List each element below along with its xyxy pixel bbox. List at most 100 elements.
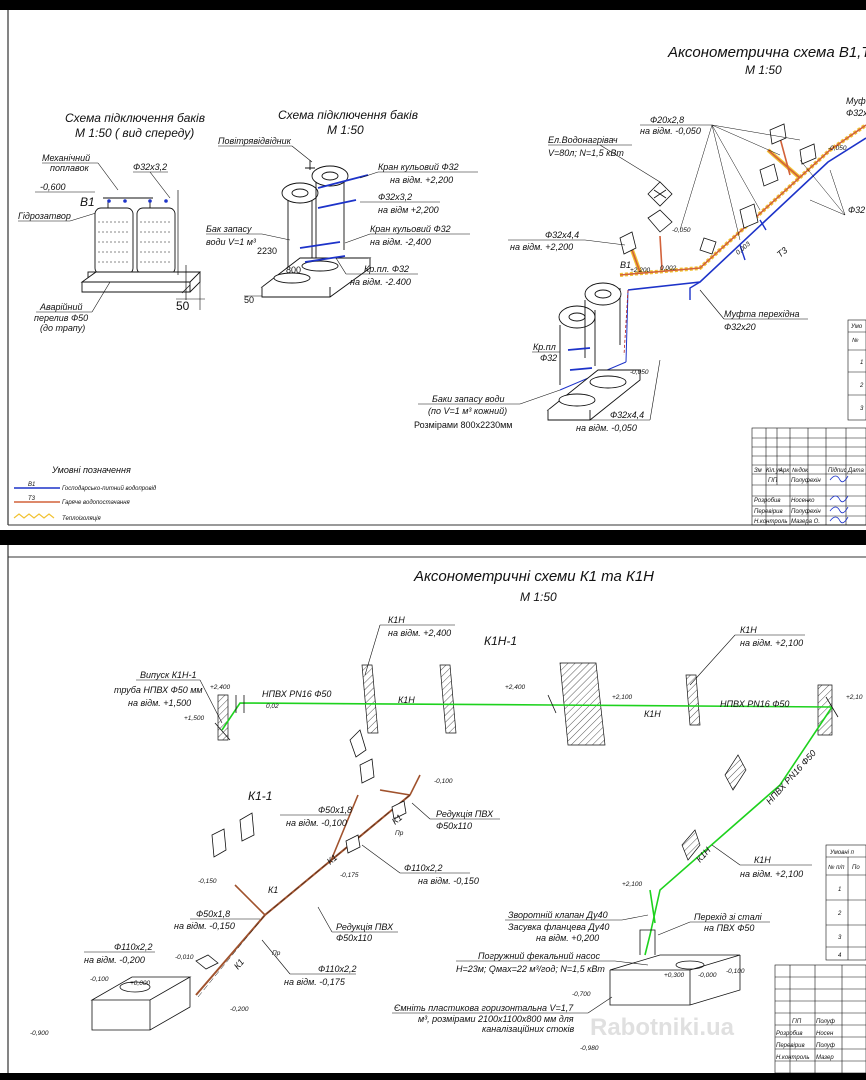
label-pr-2: Пр: [272, 950, 281, 957]
label-iso-krpl: Кр.пл: [533, 342, 556, 352]
stamp-h-5: Дата: [847, 468, 864, 474]
label-k1n-a: К1Н: [388, 615, 405, 625]
table1-n: №: [852, 337, 859, 344]
table2-r3: 3: [838, 935, 842, 941]
level-pump-300: +0,300: [664, 972, 684, 979]
label-heater: Ел.Водонагрівач: [548, 135, 618, 145]
table1-r2: 2: [859, 383, 864, 389]
table1-head: Умо: [850, 324, 863, 330]
label-heater-2: V=80л; N=1,5 кВт: [548, 148, 624, 158]
stamp-h-2: Арк: [778, 468, 790, 474]
watermark: Rabotniki.ua: [590, 1014, 735, 1041]
level-k1-175: -0,175: [340, 872, 359, 879]
label-ball-valve-2: Кран кульовий Ф32: [370, 224, 451, 234]
legend-insulation-line: [13, 513, 55, 519]
k1-pipeline: [195, 774, 421, 998]
dim-side-50: 50: [244, 295, 254, 305]
label-muf-top: Муф: [846, 96, 866, 106]
label-valve-level: на відм. +0,200: [536, 933, 599, 943]
legend-b1: В1: [28, 482, 35, 488]
side-tanks: [260, 160, 372, 298]
label-iso-krpl-32: Ф32: [540, 353, 557, 363]
stamp2-r2-role: Розробив: [776, 1031, 803, 1037]
stamp-r4-name: Мазера О.: [791, 519, 820, 525]
label-tanks: Баки запасу води: [432, 394, 504, 404]
stamp-r4-role: Н.контроль: [754, 519, 787, 525]
label-pipe-npvh-3: НПВХ PN16 Ф50: [764, 748, 818, 806]
iso-pipes: [559, 123, 866, 391]
level-k1-200: -0,200: [230, 1006, 249, 1013]
level-k1-150: -0,150: [198, 878, 217, 885]
stamp-r2-role: Розробив: [754, 498, 781, 504]
level-pump-980: -0,980: [580, 1045, 599, 1052]
level-pump-000: -0,000: [698, 972, 717, 979]
label-k1-d: К1: [232, 957, 246, 971]
label-iso-t3: Т3: [775, 245, 789, 259]
label-overflow-2: перелив Ф50: [34, 313, 88, 323]
label-coupling: Муфта перехідна: [724, 309, 800, 319]
table1-r1: 1: [860, 360, 863, 366]
k1n-fittings: [214, 694, 839, 741]
legend-title: Умовні позначення: [51, 465, 131, 475]
label-ball-valve-1: Кран кульовий Ф32: [378, 162, 459, 172]
label-kr-pl-level: на відм. -2.400: [350, 277, 411, 287]
table2-r1: 1: [838, 887, 841, 893]
level-k1-900: -0,900: [30, 1030, 49, 1037]
label-kr-pl: Кр.пл. Ф32: [364, 264, 409, 274]
label-pipe-npvh-2: НПВХ PN16 Ф50: [720, 699, 789, 709]
label-k1-p50-1: Ф50х1,8: [318, 805, 352, 815]
label-front-pipe: Ф32х3,2: [133, 162, 167, 172]
sheet1-title: Аксонометрична схема В1,Т3: [667, 44, 866, 61]
pump-tank-right: [609, 929, 741, 1006]
dim-front-50: 50: [176, 299, 190, 313]
label-k1n-c: К1Н: [754, 855, 771, 865]
legend-table-fragment: [847, 319, 866, 421]
stamp-r1-name: Полуфехін: [791, 478, 821, 484]
label-reserve-tank: Бак запасу: [206, 224, 252, 234]
side-scale: М 1:50: [327, 123, 364, 137]
iso-tank-valves: [567, 347, 593, 371]
water-supply-drawing: Аксонометрична схема В1,Т3 М 1:50 Схема …: [7, 10, 866, 526]
label-k1n-b-level: на відм. +2,100: [740, 638, 803, 648]
stamp-r1-role: ГІП: [768, 478, 778, 484]
label-k1-b: К1: [268, 885, 278, 895]
label-k1-p110-2-level: на відм. -0,200: [84, 955, 145, 965]
label-tanks-3: Розмірами 800х2230мм: [414, 420, 512, 430]
table2-n: № п/п: [828, 864, 845, 871]
level-k1n-1500: +1,500: [184, 715, 204, 722]
label-k1-p50-1-level: на відм. -0,100: [286, 818, 347, 828]
level-050a: -0,050: [828, 145, 847, 152]
drawing-sheet-water: Аксонометрична схема В1,Т3 М 1:50 Схема …: [0, 10, 866, 530]
label-k1-p50-2-level: на відм. -0,150: [174, 921, 235, 931]
sewer-tank-left: [90, 976, 192, 1031]
label-transition: Перехід зі сталі: [694, 912, 763, 922]
level-k1-010: -0,010: [175, 954, 194, 961]
label-p32-right: Ф32: [848, 205, 865, 215]
stamp-r2-name: Носенко: [791, 498, 815, 504]
label-plastic-tank: Ємніть пластикова горизонтальна V=1,7: [394, 1003, 574, 1013]
label-gate-valve: Засувка фланцева Ду40: [508, 922, 609, 932]
slope-k1n-1: 0,02: [266, 703, 279, 710]
label-pipe-32a-level: на відм. +2,200: [510, 242, 573, 252]
legend-t3-text: Гаряче водопостачання: [62, 500, 131, 506]
label-plastic-tank-3: каналізаційних стоків: [482, 1024, 575, 1034]
level-k1-000: +0,000: [130, 980, 150, 987]
label-pipe-32b: Ф32х4,4: [610, 410, 644, 420]
level-k1n-2100b: +2,10: [846, 694, 863, 701]
level-050b: -0,050: [672, 227, 691, 234]
label-pump-specs: Н=23м; Qмах=22 м³/год; N=1,5 кВт: [456, 964, 605, 974]
label-k1n-1: К1Н-1: [484, 634, 517, 648]
label-pipe-20: Ф20х2,8: [650, 115, 684, 125]
label-outlet-3: на відм. +1,500: [128, 698, 191, 708]
level-2200: +2,200: [630, 267, 650, 274]
label-k1n-c-level: на відм. +2,100: [740, 869, 803, 879]
dim-height-2230: 2230: [257, 246, 277, 256]
label-hydro-seal: Гідрозатвор: [18, 211, 71, 221]
label-front-b1: В1: [80, 195, 95, 209]
side-water-pipes: [299, 174, 369, 263]
label-k1-p50-2: Ф50х1,8: [196, 909, 230, 919]
label-pr-1: Пр: [395, 830, 404, 837]
k1-fixtures: [195, 729, 407, 970]
stamp-h-4: Підпис: [828, 468, 847, 474]
